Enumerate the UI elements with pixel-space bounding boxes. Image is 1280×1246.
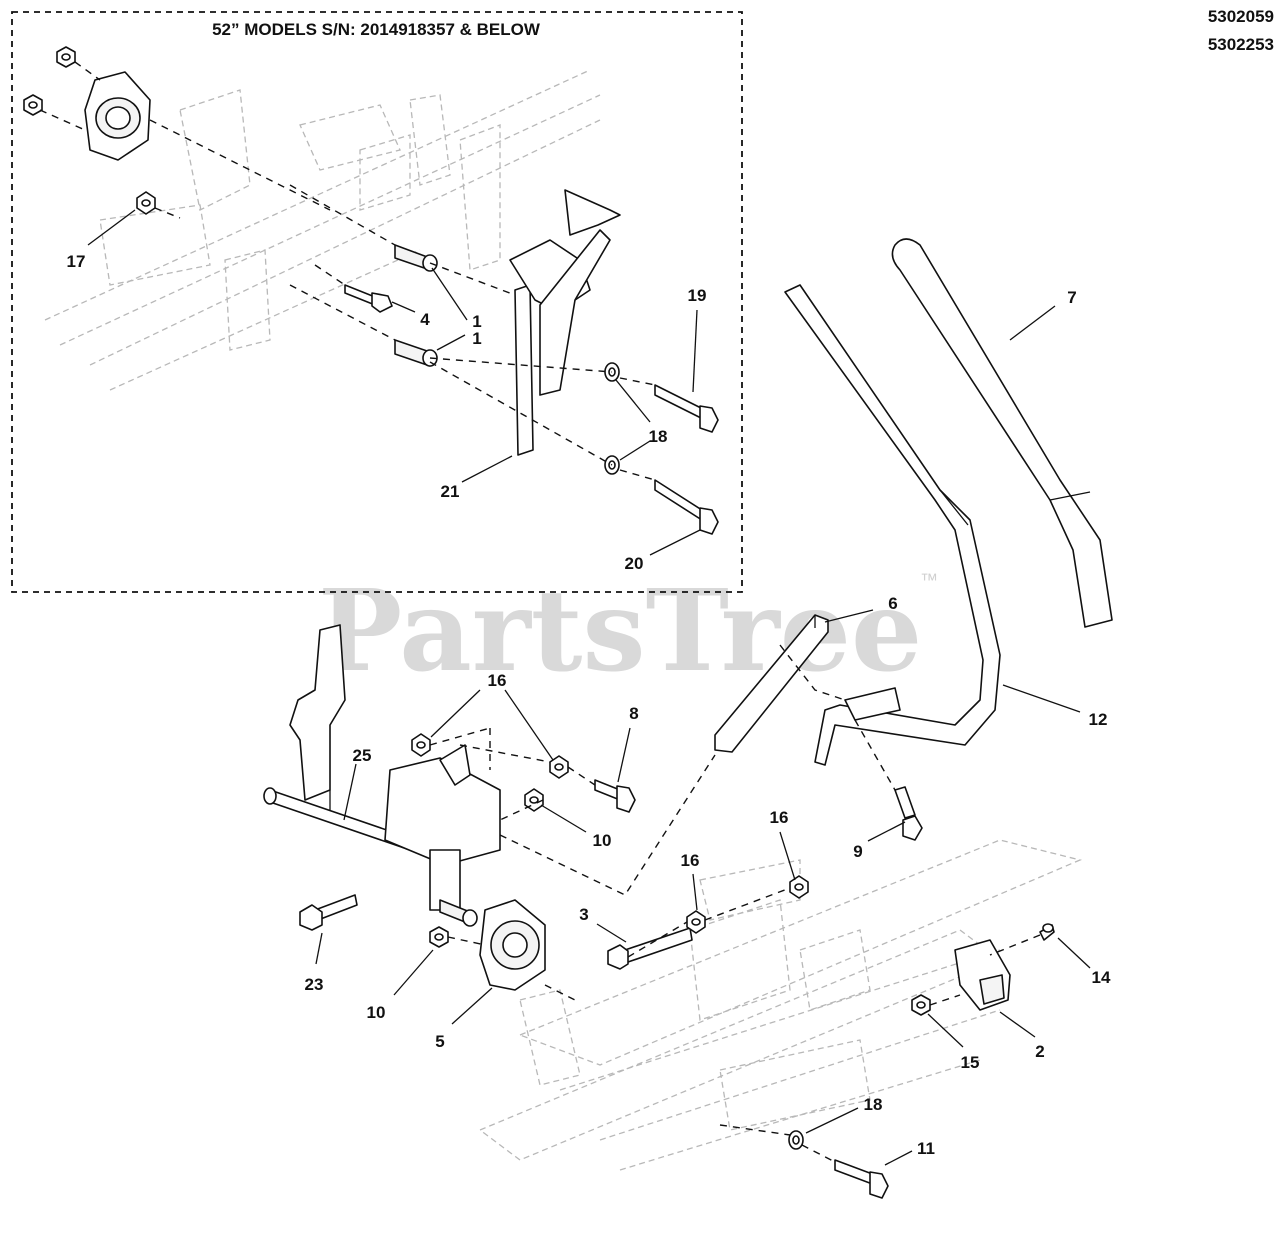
inset-nut-top-1 [56, 46, 76, 68]
callout-25: 25 [353, 746, 372, 765]
bolt-11 [834, 1159, 889, 1199]
callout-14: 14 [1092, 968, 1111, 987]
callout-9: 9 [853, 842, 862, 861]
part-number-2: 5302253 [1208, 35, 1274, 54]
callout-15: 15 [961, 1053, 980, 1072]
callout-2: 2 [1035, 1042, 1044, 1061]
inset-alignment-lines [39, 61, 656, 481]
spacer-main [439, 899, 478, 927]
inset-spacer-upper [394, 244, 438, 272]
callout-23: 23 [305, 975, 324, 994]
callout-20: 20 [625, 554, 644, 573]
bearing-5 [479, 899, 546, 991]
inset-bolt-4 [344, 284, 393, 313]
switch-2 [954, 939, 1011, 1011]
callout-12: 12 [1089, 710, 1108, 729]
handle-12 [784, 284, 1001, 766]
bolt-23 [299, 894, 358, 931]
handle-7 [891, 238, 1113, 628]
inset-bearing-flange [84, 71, 151, 161]
bolt-9 [894, 786, 923, 841]
callout-16-bracket: 16 [488, 671, 507, 690]
nut-16-left [411, 733, 431, 757]
callout-8: 8 [629, 704, 638, 723]
inset-bolt-20 [654, 479, 719, 535]
part-number-1: 5302059 [1208, 7, 1274, 26]
callout-labels: 17 4 1 1 19 18 18 21 20 7 6 12 16 8 25 1… [67, 252, 1111, 1158]
callout-18-c: 18 [864, 1095, 883, 1114]
inset-ghost-frame [44, 69, 601, 391]
inset-nut-17 [136, 191, 156, 215]
nut-10-lower [429, 926, 449, 948]
nut-10-upper [524, 788, 544, 812]
bracket-plate [384, 744, 501, 911]
bolt-3 [607, 927, 693, 970]
callout-1-upper: 1 [472, 312, 481, 331]
nut-15 [911, 994, 931, 1016]
washer-18-lower [788, 1130, 804, 1150]
watermark-trademark: ™ [920, 570, 938, 590]
inset-bracket-21 [509, 189, 621, 456]
main-alignment-lines [429, 644, 1041, 1163]
callout-3: 3 [579, 905, 588, 924]
inset-bolt-19 [654, 384, 719, 433]
callout-16-far: 16 [770, 808, 789, 827]
callout-18-b: 18 [649, 427, 668, 446]
callout-16-center: 16 [681, 851, 700, 870]
callout-10-lower: 10 [367, 1003, 386, 1022]
screw-14 [1039, 923, 1055, 941]
callout-21: 21 [441, 482, 460, 501]
callout-6: 6 [888, 594, 897, 613]
bar-6 [714, 614, 829, 753]
inset-title: 52” MODELS S/N: 2014918357 & BELOW [212, 20, 541, 39]
nut-16-center [686, 910, 706, 934]
nut-16-far [789, 875, 809, 899]
callout-17: 17 [67, 252, 86, 271]
leader-lines [87, 209, 1091, 1166]
callout-5: 5 [435, 1032, 444, 1051]
callout-1-lower: 1 [472, 329, 481, 348]
bolt-8 [594, 779, 636, 813]
inset-box [11, 11, 743, 593]
watermark: PartsTree [318, 566, 922, 697]
nut-16-right [549, 755, 569, 779]
callout-4: 4 [420, 310, 430, 329]
callout-7: 7 [1067, 288, 1076, 307]
callout-11: 11 [917, 1139, 935, 1158]
callout-19: 19 [688, 286, 707, 305]
callout-10-upper: 10 [593, 831, 612, 850]
inset-nut-top-2 [23, 94, 43, 116]
